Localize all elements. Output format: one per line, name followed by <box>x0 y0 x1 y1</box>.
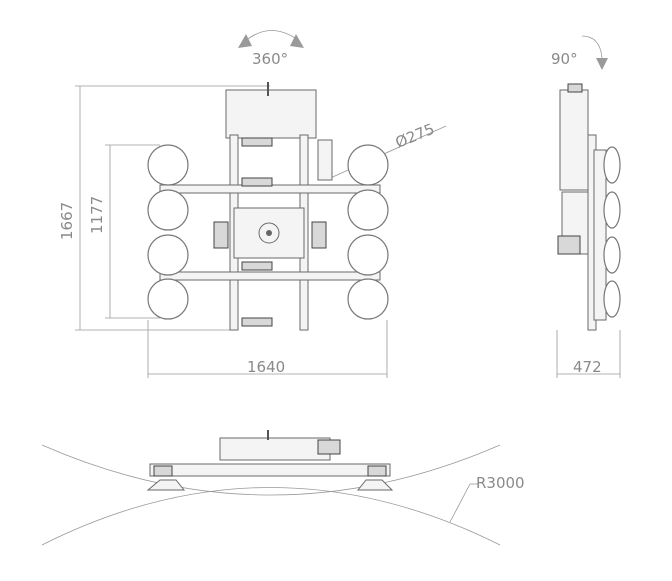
dim-radius-label: R3000 <box>476 474 525 492</box>
rotation-arrow-360-icon <box>238 30 304 48</box>
dim-1640-label: 1640 <box>247 358 285 376</box>
bottom-cup-right <box>356 479 394 491</box>
dim-1177-label: 1177 <box>88 196 106 234</box>
curved-glass-view: R3000 <box>41 430 525 546</box>
dim-1667-label: 1667 <box>58 202 76 240</box>
lower-cross-arm <box>159 271 381 281</box>
dim-472-label: 472 <box>573 358 602 376</box>
rotation-arrow-90-icon <box>581 35 608 70</box>
lower-arc <box>41 487 501 546</box>
side-suction-cup <box>603 280 621 318</box>
suction-cup <box>347 144 389 186</box>
suction-cup <box>147 234 189 276</box>
side-suction-cup <box>603 191 621 229</box>
bottom-housing <box>219 437 331 461</box>
right-valve <box>311 221 327 249</box>
upper-arc <box>41 444 501 496</box>
dim-diameter-label: Ø275 <box>393 120 437 152</box>
bottom-frame <box>149 463 391 477</box>
side-view: 472 <box>556 83 621 378</box>
rotation-90-label: 90° <box>551 50 578 68</box>
top-housing <box>225 89 317 139</box>
radius-leader <box>449 483 471 523</box>
rotation-360-label: 360° <box>252 50 288 68</box>
reservoir <box>317 139 333 181</box>
suction-cup <box>147 144 189 186</box>
side-suction-cup <box>603 236 621 274</box>
left-valve <box>213 221 229 249</box>
side-suction-cup <box>603 146 621 184</box>
suction-cup <box>147 278 189 320</box>
suction-cup <box>347 189 389 231</box>
diameter-leader <box>325 125 447 181</box>
side-housing <box>559 89 589 191</box>
bottom-cup-left <box>146 479 186 491</box>
suction-cup <box>147 189 189 231</box>
suction-cup <box>347 278 389 320</box>
suction-cup <box>347 234 389 276</box>
front-view: 1667 1177 1640 Ø275 <box>58 82 447 378</box>
